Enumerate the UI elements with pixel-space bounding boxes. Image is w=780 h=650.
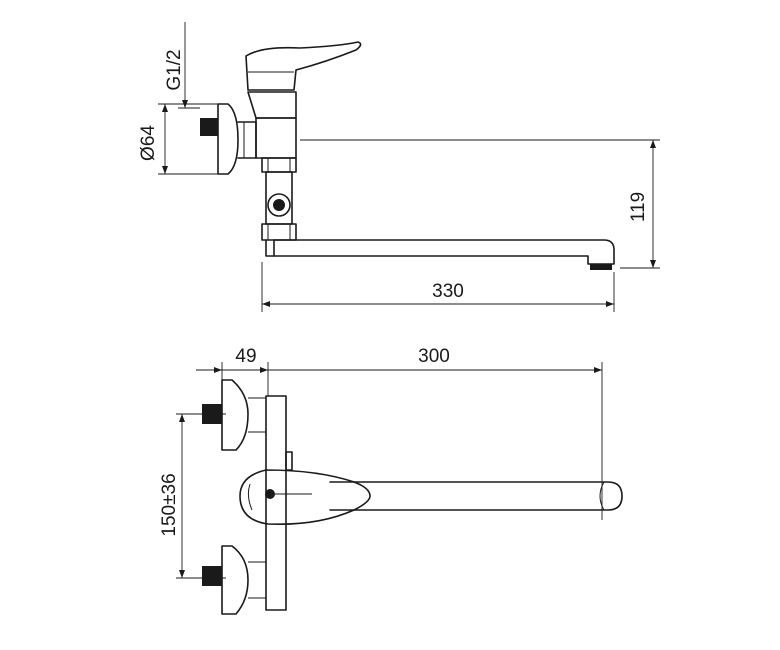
diverter-knob (267, 193, 291, 217)
handle-top (239, 469, 371, 526)
spout-nut (261, 223, 297, 241)
dim-length-label: 330 (432, 281, 464, 302)
connector-nut (237, 121, 257, 159)
dim-spout-label: 300 (418, 346, 450, 367)
mixer-body-top (265, 395, 287, 611)
cartridge-cover (247, 91, 297, 119)
aerator (590, 264, 612, 270)
dim-spacing-label: 150±36 (159, 473, 180, 536)
lower-inlet-thread (202, 566, 222, 586)
top-view: 150±36 49 300 (159, 346, 623, 615)
lower-flange (221, 545, 249, 615)
dim-offset-label: 49 (235, 346, 256, 367)
handle-lever (245, 41, 362, 91)
mixer-body (255, 117, 297, 159)
dim-diameter-label: Ø64 (138, 125, 159, 161)
wall-flange (217, 103, 239, 175)
dim-height-label: 119 (628, 192, 649, 222)
side-view: G1/2 Ø64 119 330 (138, 22, 660, 312)
upper-flange (221, 379, 249, 451)
spout-top (329, 481, 623, 511)
spout-side (273, 239, 615, 265)
dim-thread-label: G1/2 (164, 49, 185, 90)
lower-nut (261, 157, 297, 173)
